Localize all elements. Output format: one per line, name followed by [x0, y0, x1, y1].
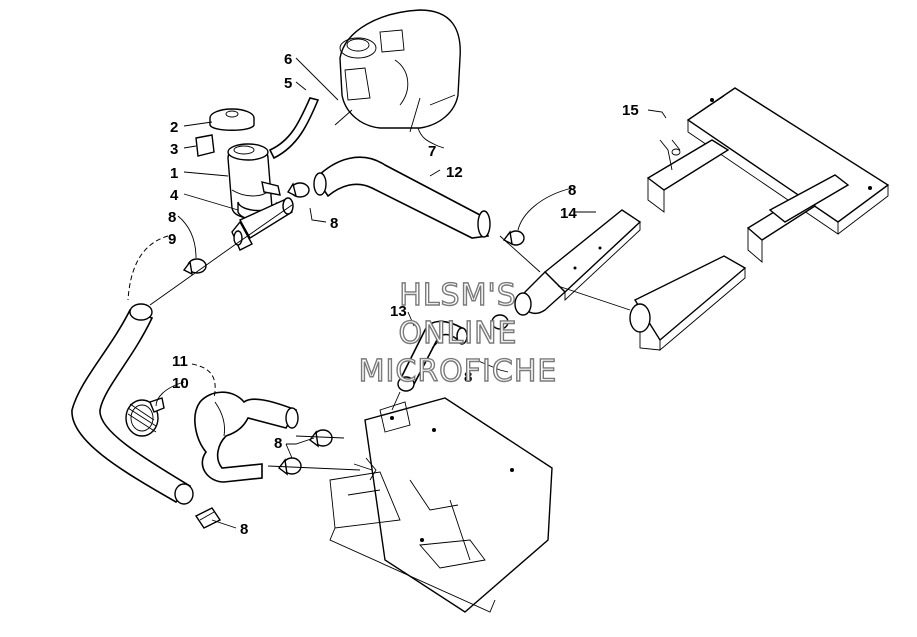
- strap-and-outlet: [231, 197, 294, 251]
- clamp-lower-middle: [397, 376, 415, 392]
- callout-8-upper-left: 8: [168, 209, 176, 226]
- callout-9: 9: [168, 231, 176, 248]
- tunnel-panel: [329, 397, 553, 613]
- callout-numbers: 6 5 2 3 1 4 8 9 8 7 12 8 14 15 13 8 11 1…: [168, 51, 639, 538]
- hose-12: [313, 156, 491, 239]
- bracket: [195, 134, 215, 157]
- hose-11: [194, 391, 299, 483]
- callout-4: 4: [170, 187, 179, 204]
- clamp-bottom: [194, 507, 222, 529]
- callout-11: 11: [172, 353, 188, 370]
- clamp-lower-a: [309, 429, 333, 448]
- callout-1: 1: [170, 165, 178, 182]
- heat-exchanger-lower: [629, 255, 747, 351]
- overflow-tube: [268, 97, 320, 160]
- clamp-lower-b: [278, 457, 302, 476]
- callout-10: 10: [172, 375, 189, 392]
- engine-housing: [339, 9, 461, 129]
- callout-12: 12: [446, 164, 463, 181]
- watermark-line-3: MICROFICHE: [359, 354, 558, 389]
- clamp-right: [502, 230, 525, 246]
- clamp-upper-mid: [286, 182, 310, 198]
- callout-15: 15: [622, 102, 639, 119]
- callout-8-right: 8: [568, 182, 576, 199]
- callout-6: 6: [284, 51, 292, 68]
- callout-5: 5: [284, 75, 292, 92]
- leader-lines: [127, 57, 667, 529]
- watermark: HLSM'S ONLINE MICROFICHE: [358, 277, 558, 389]
- watermark-line-1: HLSM'S: [399, 278, 517, 313]
- clamp-middle: [491, 314, 509, 330]
- reservoir-cap: [209, 108, 255, 131]
- coolant-reservoir: [227, 143, 281, 220]
- callout-7: 7: [428, 143, 436, 160]
- watermark-line-2: ONLINE: [398, 316, 517, 351]
- callout-14: 14: [560, 205, 577, 222]
- heat-exchanger-14: [514, 209, 642, 316]
- clamp-10: [125, 397, 165, 437]
- cooler-assembly-15: [646, 87, 890, 263]
- callout-8-middle: 8: [464, 369, 472, 386]
- callout-2: 2: [170, 119, 178, 136]
- clamps: [182, 182, 525, 529]
- clamp-upper-left: [182, 258, 207, 276]
- callout-13: 13: [390, 303, 407, 320]
- callout-3: 3: [170, 141, 178, 158]
- assembly-lines: [149, 97, 681, 471]
- callout-8-upper-mid: 8: [330, 215, 338, 232]
- hose-9: [71, 303, 194, 505]
- callout-8-lower: 8: [274, 435, 282, 452]
- callout-8-bottom: 8: [240, 521, 248, 538]
